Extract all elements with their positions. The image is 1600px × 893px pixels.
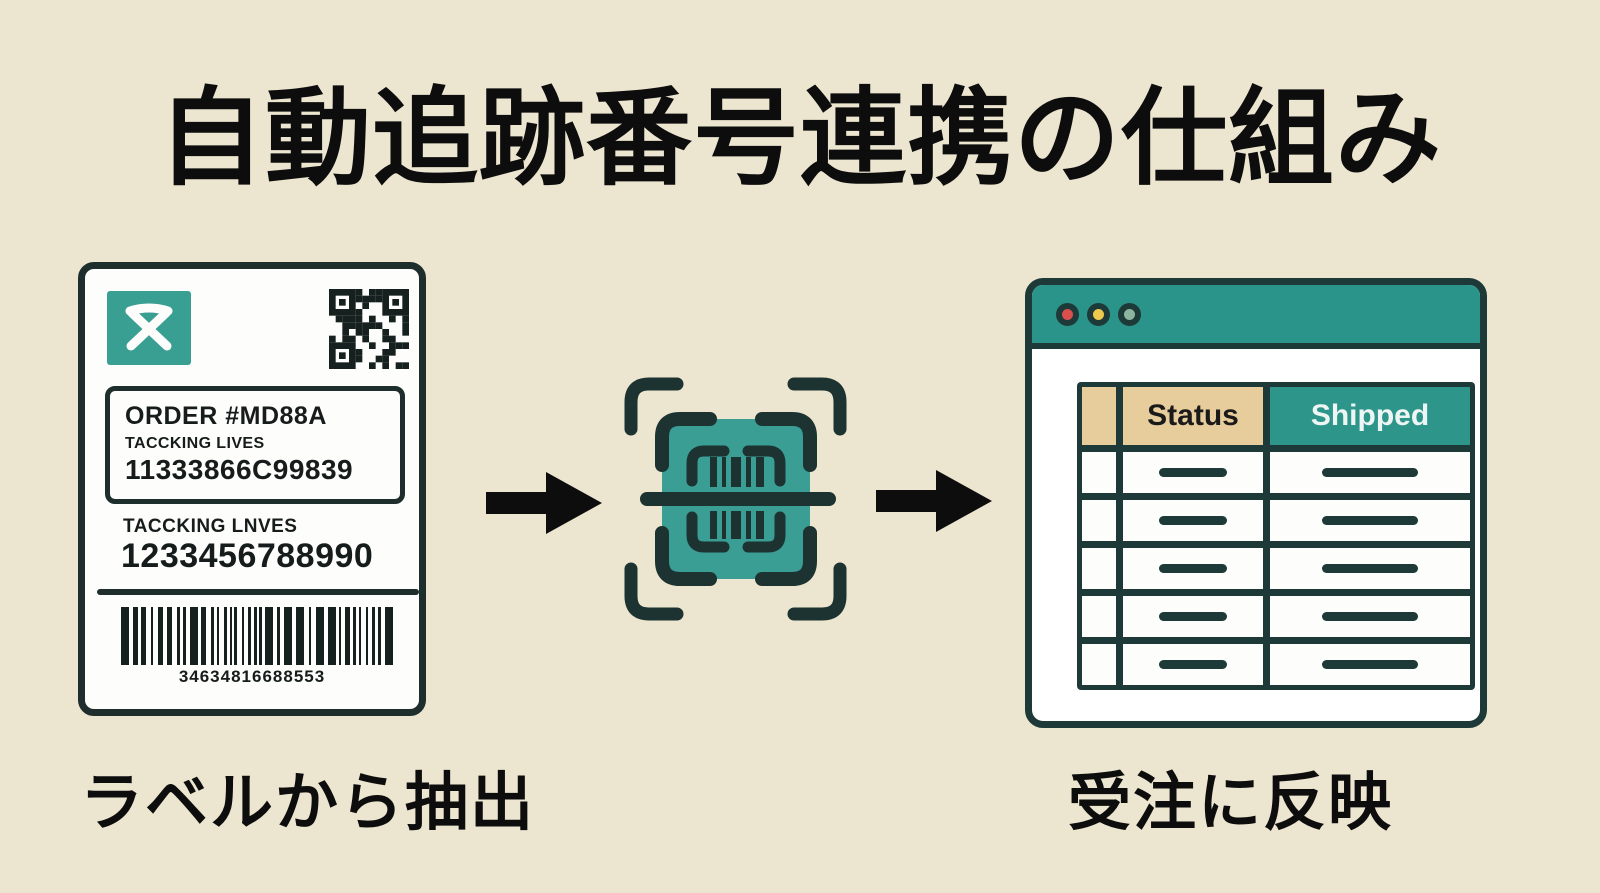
order-table: Status Shipped <box>1077 382 1475 690</box>
placeholder-line <box>1159 516 1227 525</box>
table-cell-status <box>1123 500 1263 541</box>
caption-reflect-to-order: 受注に反映 <box>1068 768 1393 838</box>
right-arrow-icon <box>486 472 602 534</box>
barcode-number-text: 34634816688553 <box>178 667 326 686</box>
barcode-scan-icon <box>624 377 847 621</box>
table-cell-status <box>1123 452 1263 493</box>
placeholder-line <box>1322 612 1418 621</box>
order-info-box: ORDER #MD88A TACCKING LIVES 11333866C998… <box>105 386 405 504</box>
carrier-logo-icon <box>107 291 191 365</box>
placeholder-line <box>1159 564 1227 573</box>
shipping-label: ORDER #MD88A TACCKING LIVES 11333866C998… <box>78 262 426 716</box>
table-header-status: Status <box>1123 387 1263 445</box>
table-cell-status <box>1123 548 1263 589</box>
table-cell-rownum <box>1082 644 1116 685</box>
table-cell-shipped <box>1270 452 1470 493</box>
table-cell-shipped <box>1270 500 1470 541</box>
table-cell-shipped <box>1270 548 1470 589</box>
barcode-icon <box>121 607 397 665</box>
table-cell-rownum <box>1082 548 1116 589</box>
qr-code-icon <box>329 289 409 369</box>
browser-window: Status Shipped <box>1025 278 1487 728</box>
placeholder-line <box>1159 468 1227 477</box>
page-title: 自動追跡番号連携の仕組み <box>158 80 1442 198</box>
close-dot-icon <box>1056 302 1079 326</box>
placeholder-line <box>1322 468 1418 477</box>
table-cell-status <box>1123 596 1263 637</box>
right-arrow-icon <box>876 470 992 532</box>
table-cell-rownum <box>1082 500 1116 541</box>
placeholder-line <box>1322 564 1418 573</box>
browser-titlebar <box>1032 285 1480 349</box>
tracking-label-primary: TACCKING LIVES <box>125 435 265 452</box>
placeholder-line <box>1322 660 1418 669</box>
tracking-number-secondary: 1233456788990 <box>121 537 374 575</box>
tracking-label-secondary: TACCKING LNVES <box>123 516 298 537</box>
caption-extract-from-label: ラベルから抽出 <box>80 768 535 838</box>
table-cell-rownum <box>1082 596 1116 637</box>
label-divider <box>97 589 419 595</box>
placeholder-line <box>1322 516 1418 525</box>
table-cell-status <box>1123 644 1263 685</box>
placeholder-line <box>1159 660 1227 669</box>
minimize-dot-icon <box>1087 302 1110 326</box>
table-cell-shipped <box>1270 644 1470 685</box>
logo-x-glyph-icon <box>125 303 173 351</box>
placeholder-line <box>1159 612 1227 621</box>
table-cell-rownum <box>1082 452 1116 493</box>
tracking-number-primary: 11333866C99839 <box>125 454 354 485</box>
maximize-dot-icon <box>1118 302 1141 326</box>
table-cell-shipped <box>1270 596 1470 637</box>
order-number-text: ORDER #MD88A <box>125 402 327 430</box>
table-header-rownum <box>1082 387 1116 445</box>
table-header-shipped: Shipped <box>1270 387 1470 445</box>
